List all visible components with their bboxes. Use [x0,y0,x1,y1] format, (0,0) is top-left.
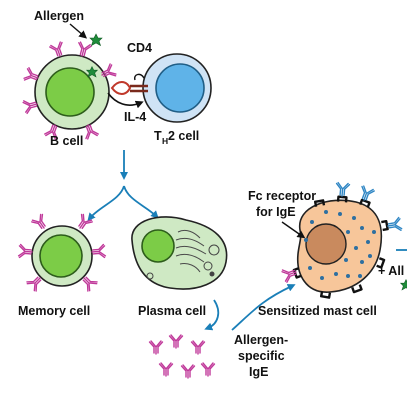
bound-ige [334,181,351,198]
endoplasmic-reticulum [175,229,207,273]
allergen-pointer [69,23,88,39]
vesicle [146,272,154,280]
th2-label-h: H [162,136,168,146]
memory-receptor [90,243,107,260]
differentiation-arrows [87,150,159,222]
ige-antibody [148,340,164,355]
ige-label-line2: specific [238,349,285,363]
cd4-molecule [133,73,145,81]
arrow-to-ige [204,299,220,331]
vesicle [208,244,220,256]
ige-antibody [180,364,196,379]
cd4-label: CD4 [127,41,152,55]
ige-antibody [158,362,174,377]
th2-cell-nucleus [155,63,205,113]
allergen-label: Allergen [34,9,84,23]
vesicle [203,261,213,271]
b-cell-label: B cell [50,134,83,148]
b-cell-group [22,40,118,141]
memory-receptor [17,243,34,260]
mast-cell-nucleus [305,223,347,265]
memory-receptor [30,212,51,233]
ige-antibody [168,334,184,349]
vesicle [209,271,215,277]
allergen-icon [89,33,103,46]
arrow-to-plasma [123,185,159,219]
th2-cell-label: T H 2 cell [154,129,199,146]
ige-label-line1: Allergen- [234,333,288,347]
secreted-ige-group [148,334,216,379]
th2-label-rest: 2 cell [168,129,199,143]
th2-label-t: T [154,129,162,143]
mast-cell-granules [304,210,376,280]
ige-antibody [200,362,216,377]
th2-cell-group [142,53,212,123]
memory-receptor [73,212,94,233]
mast-cell-label: Sensitized mast cell [258,304,377,318]
memory-cell-nucleus [39,234,83,278]
cell-contact [107,73,148,109]
arrow-to-mast-cell [231,284,296,331]
ige-antibody [190,340,206,355]
b-cell-nucleus [45,67,95,117]
fc-receptor [380,219,389,232]
il4-arrow [107,92,144,109]
plasma-cell-label: Plasma cell [138,304,206,318]
ige-label-line3: IgE [249,365,268,379]
bound-ige [357,184,376,203]
memory-cell-label: Memory cell [18,304,90,318]
plasma-cell-nucleus [141,229,175,263]
bound-ige [386,216,403,234]
mast-cell-group [280,181,403,299]
fc-receptor-label-line1: Fc receptor [248,189,316,203]
il4-label: IL-4 [124,110,146,124]
plus-allergen-label: + All [378,264,404,278]
fc-receptor-label-line2: for IgE [256,205,296,219]
plasma-cell-group [131,216,228,290]
mhc-complex [110,81,132,95]
ige-label: Allergen- specific IgE [234,333,288,379]
allergen-icon [400,279,407,291]
memory-cell-group [17,212,107,293]
fc-receptor-pointer [281,221,306,239]
arrow-to-memory [87,185,125,222]
